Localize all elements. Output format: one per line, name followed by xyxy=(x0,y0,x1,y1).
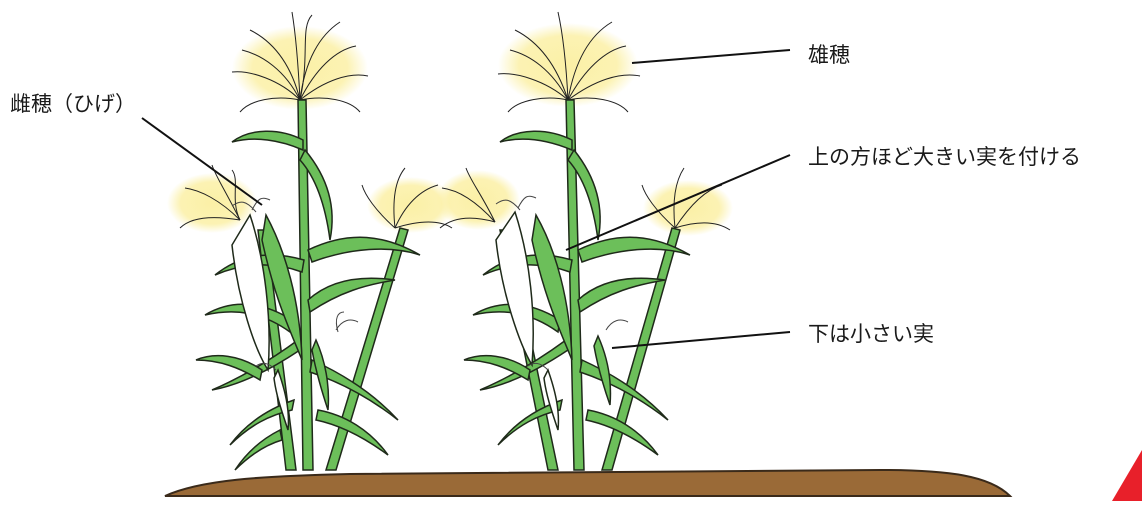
corn-plant-left xyxy=(167,12,455,470)
label-lower-ears: 下は小さい実 xyxy=(808,318,934,348)
soil-mound xyxy=(165,470,1010,496)
corn-plant-right xyxy=(436,12,733,470)
label-silk: 雌穂（ひげ） xyxy=(10,88,136,118)
label-tassel: 雄穂 xyxy=(808,39,850,69)
label-upper-ears: 上の方ほど大きい実を付ける xyxy=(808,141,1081,171)
leader-tassel xyxy=(632,50,790,63)
corner-diamond-icon xyxy=(1112,450,1142,501)
leader-lower xyxy=(612,332,790,348)
